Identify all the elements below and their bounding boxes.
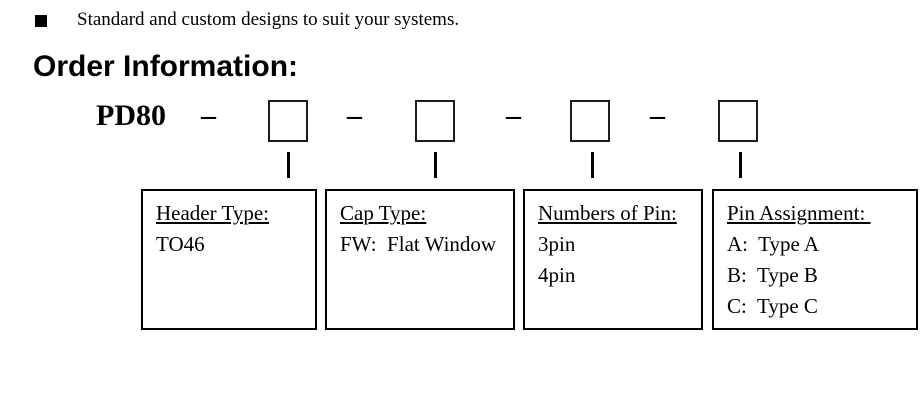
field-option: A: Type A	[727, 232, 820, 256]
connector-line	[591, 152, 594, 178]
field-title: Cap Type:	[340, 201, 427, 225]
code-slot-1	[268, 100, 308, 142]
bullet-text: Standard and custom designs to suit your…	[77, 9, 460, 30]
field-option: 4pin	[538, 263, 576, 287]
field-option: C: Type C	[727, 294, 818, 318]
connector-line	[739, 152, 742, 178]
field-box-cap-type: Cap Type: FW: Flat Window	[325, 189, 515, 330]
code-slot-2	[415, 100, 455, 142]
field-option: FW: Flat Window	[340, 232, 497, 256]
field-title: Pin Assignment:	[727, 201, 871, 225]
section-title: Order Information:	[33, 50, 299, 83]
bullet-square-icon	[35, 15, 47, 27]
field-box-numbers-of-pin: Numbers of Pin: 3pin 4pin	[523, 189, 703, 330]
field-title: Header Type:	[156, 201, 270, 225]
field-option: B: Type B	[727, 263, 818, 287]
field-title: Numbers of Pin:	[538, 201, 677, 225]
code-slot-4	[718, 100, 758, 142]
code-slot-3	[570, 100, 610, 142]
connector-line	[287, 152, 290, 178]
dash-separator: –	[650, 99, 665, 132]
field-box-pin-assignment: Pin Assignment: A: Type A B: Type B C: T…	[712, 189, 918, 330]
field-option: TO46	[156, 232, 205, 256]
dash-separator: –	[201, 99, 216, 132]
dash-separator: –	[347, 99, 362, 132]
field-box-header-type: Header Type: TO46	[141, 189, 317, 330]
connector-line	[434, 152, 437, 178]
part-number-prefix: PD80	[96, 99, 166, 132]
dash-separator: –	[506, 99, 521, 132]
field-option: 3pin	[538, 232, 576, 256]
